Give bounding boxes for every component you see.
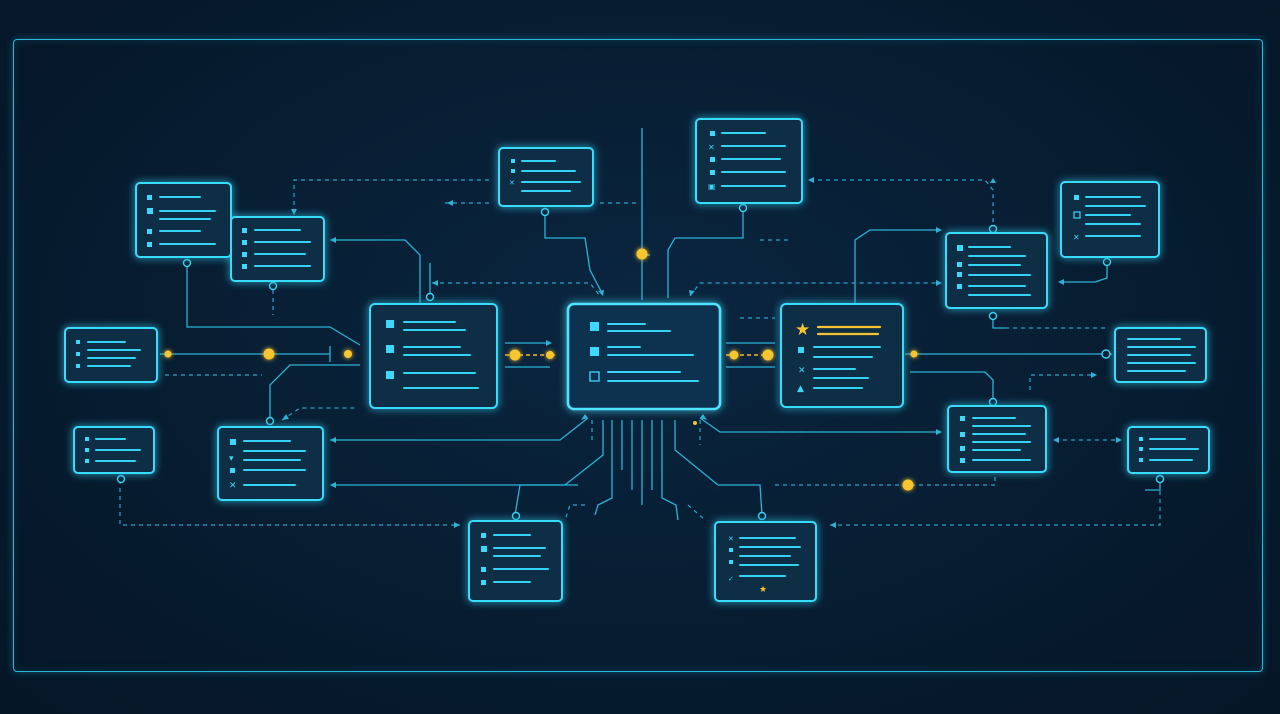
connector-layer — [160, 128, 1161, 521]
list-card[interactable]: ✕ ▣ — [695, 118, 803, 204]
junction-dot — [693, 421, 697, 425]
junction-dot — [164, 350, 172, 358]
bookmark-icon: ▾ — [229, 454, 234, 464]
list-card[interactable]: ▾ ✕ — [217, 426, 324, 501]
star-icon: ★ — [795, 320, 810, 340]
junction-dot — [636, 248, 648, 260]
list-card[interactable] — [369, 303, 498, 409]
featured-card[interactable]: ★ ✕ ▲ — [780, 303, 904, 408]
list-card[interactable]: ✕ — [1060, 181, 1160, 258]
list-card[interactable] — [73, 426, 155, 474]
image-icon — [589, 371, 600, 382]
junction-dot — [902, 479, 914, 491]
close-icon: ✕ — [728, 535, 734, 543]
check-icon: ✓ — [728, 575, 734, 583]
junction-dot — [509, 349, 521, 361]
list-card[interactable]: ✕ — [498, 147, 594, 207]
junction-dot — [263, 348, 275, 360]
list-card[interactable] — [1114, 327, 1207, 383]
image-icon: ▣ — [708, 182, 716, 191]
list-card[interactable] — [135, 182, 232, 258]
close-icon: ✕ — [1073, 233, 1080, 242]
arrowheads — [282, 177, 1122, 528]
close-icon: ✕ — [798, 366, 806, 376]
ports — [116, 203, 1165, 521]
list-card[interactable] — [230, 216, 325, 282]
list-card[interactable] — [1127, 426, 1210, 474]
junction-dot — [546, 351, 554, 359]
junction-dot — [762, 349, 774, 361]
diagram-frame — [13, 39, 1263, 672]
warning-icon: ▲ — [797, 384, 804, 394]
list-card[interactable]: ✕ ✓ ★ — [714, 521, 817, 602]
close-icon: ✕ — [229, 481, 237, 491]
list-card[interactable] — [64, 327, 158, 383]
list-card[interactable] — [468, 520, 563, 602]
junction-dot — [344, 350, 352, 358]
list-card[interactable] — [947, 405, 1047, 473]
junction-dot — [729, 350, 739, 360]
star-icon: ★ — [759, 585, 767, 595]
highlight-links — [164, 248, 918, 491]
junction-dot — [910, 350, 918, 358]
list-card[interactable] — [945, 232, 1048, 309]
dashed-connector-layer — [119, 128, 1161, 526]
close-icon: ✕ — [509, 179, 515, 187]
close-icon: ✕ — [708, 143, 715, 152]
main-hub-card[interactable] — [566, 302, 722, 411]
